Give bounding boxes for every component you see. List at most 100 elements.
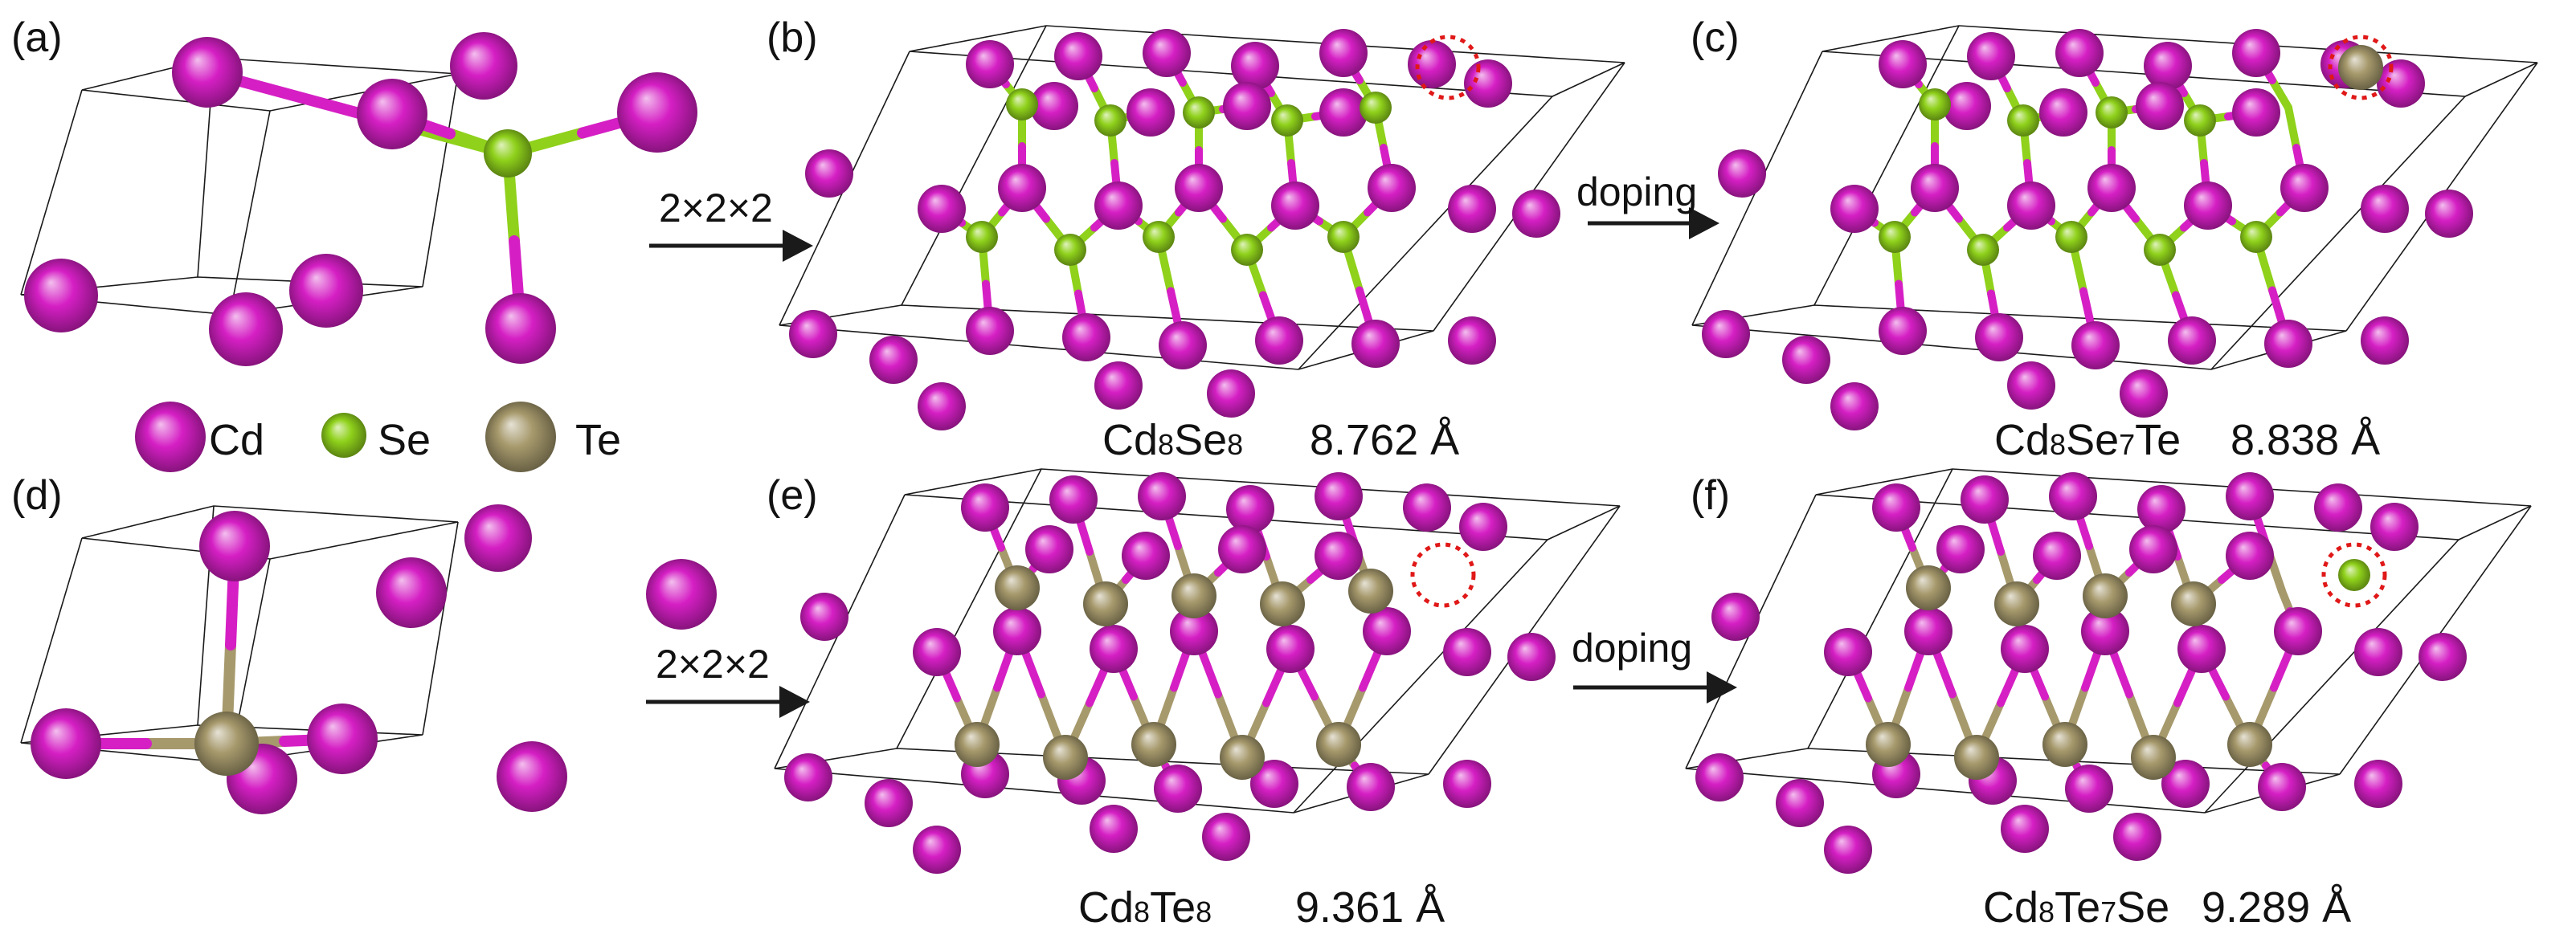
supercell-arrow-bottom — [646, 686, 810, 718]
se-atom — [2240, 221, 2272, 253]
cd-atom — [2007, 181, 2055, 230]
lattice-constant-c: 8.838 Å — [2230, 416, 2380, 464]
cd-atom — [1062, 313, 1110, 361]
cell-edge — [901, 25, 1047, 306]
cd-atom — [2370, 503, 2419, 551]
te-atom — [995, 565, 1040, 610]
cd-atom — [1830, 382, 1879, 430]
cell-edge — [2204, 539, 2459, 814]
cd-atom — [961, 483, 1009, 532]
unit-cell-edges — [20, 25, 2538, 814]
cd-atom — [918, 382, 966, 430]
cd-atom — [1319, 29, 1368, 77]
te-atom — [2042, 722, 2087, 767]
cd-atom — [1090, 625, 1138, 673]
cd-atom — [485, 293, 556, 364]
cd-atom — [2361, 316, 2409, 365]
cd-atom — [2049, 472, 2097, 520]
cd-atom — [646, 559, 717, 630]
cd-atom — [2264, 320, 2312, 368]
cd-atom — [1315, 532, 1363, 580]
se-atom — [1231, 234, 1263, 266]
formula-f: Cd8Te7Se — [1983, 883, 2169, 932]
cd-atom — [1782, 336, 1830, 384]
se-atom — [2144, 234, 2176, 266]
te-atom — [1171, 573, 1216, 618]
se-atom — [2007, 104, 2039, 137]
cd-atom — [1094, 361, 1143, 410]
arrow-label-supercell-top: 2×2×2 — [659, 186, 773, 230]
cd-atom — [1702, 310, 1750, 358]
cd-atom — [2001, 625, 2049, 673]
lattice-constant-e: 9.361 Å — [1295, 883, 1445, 932]
lattice-constant-f: 9.289 Å — [2202, 883, 2351, 932]
se-atom — [1879, 221, 1911, 253]
cd-atom — [2161, 760, 2210, 808]
cd-atom — [1054, 32, 1102, 80]
cd-atom — [2055, 29, 2104, 77]
cd-atom — [913, 628, 961, 676]
cd-atom — [1202, 813, 1250, 861]
formula-e: Cd8Te8 — [1078, 883, 1212, 932]
cd-atom — [1218, 525, 1266, 573]
cd-atom — [464, 504, 532, 572]
cd-atom — [2280, 164, 2329, 212]
cd-atom — [1943, 82, 1991, 130]
cd-atom — [617, 72, 697, 153]
bond-half — [2268, 76, 2292, 112]
te-atom — [2227, 722, 2272, 767]
cd-atom — [2354, 760, 2402, 808]
cd-atom — [1315, 472, 1363, 520]
cell-edge — [2210, 96, 2466, 370]
legend-label-se: Se — [378, 416, 431, 464]
cd-atom — [2354, 628, 2402, 676]
panel-label-c: (c) — [1691, 14, 1740, 61]
cd-atom — [1936, 525, 1985, 573]
cd-atom — [1175, 164, 1223, 212]
cd-atom — [2314, 483, 2362, 532]
cd-atom — [1154, 765, 1202, 813]
cd-atom — [1408, 40, 1456, 88]
se-atom — [1919, 88, 1951, 120]
cd-atom — [1879, 40, 1927, 88]
cd-atom — [1143, 29, 1191, 77]
te-atom — [1954, 735, 1999, 780]
legend: Cd Se Te — [135, 402, 621, 472]
formula-b: Cd8Se8 — [1102, 416, 1243, 464]
cd-atom — [31, 708, 101, 779]
cd-atom — [289, 254, 363, 328]
cd-atom — [2419, 633, 2467, 681]
cd-atom — [2425, 190, 2473, 238]
cd-atom — [1271, 181, 1319, 230]
cd-atom — [2226, 472, 2274, 520]
cd-atom — [2232, 88, 2280, 137]
legend-swatch-cd — [135, 402, 206, 472]
cd-atom — [1824, 826, 1872, 874]
cd-atom — [865, 779, 913, 827]
cd-atom — [1443, 760, 1491, 808]
dopant-site-marker — [2328, 35, 2394, 100]
cell-edge — [1813, 25, 1960, 306]
se-atom — [1094, 104, 1126, 137]
se-atom — [1967, 234, 1999, 266]
te-atom — [2083, 573, 2128, 618]
arrow-label-supercell-bottom: 2×2×2 — [656, 642, 770, 687]
cd-atom — [1711, 593, 1760, 641]
panel-label-b: (b) — [767, 14, 818, 61]
cd-atom — [869, 336, 918, 384]
cd-atom — [209, 292, 283, 366]
supercell-arrow-top — [649, 230, 813, 262]
cd-atom — [2144, 42, 2192, 90]
te-atom — [194, 712, 259, 776]
se-atom — [966, 221, 998, 253]
cd-atom — [913, 826, 961, 874]
se-atom — [2055, 221, 2087, 253]
te-atom — [1906, 565, 1951, 610]
cd-atom — [2274, 607, 2322, 655]
cd-atom — [1250, 760, 1298, 808]
cd-atom — [199, 511, 270, 581]
cd-atom — [993, 607, 1041, 655]
cd-atom — [1231, 42, 1279, 90]
te-atom — [955, 722, 1000, 767]
cd-atom — [800, 593, 848, 641]
